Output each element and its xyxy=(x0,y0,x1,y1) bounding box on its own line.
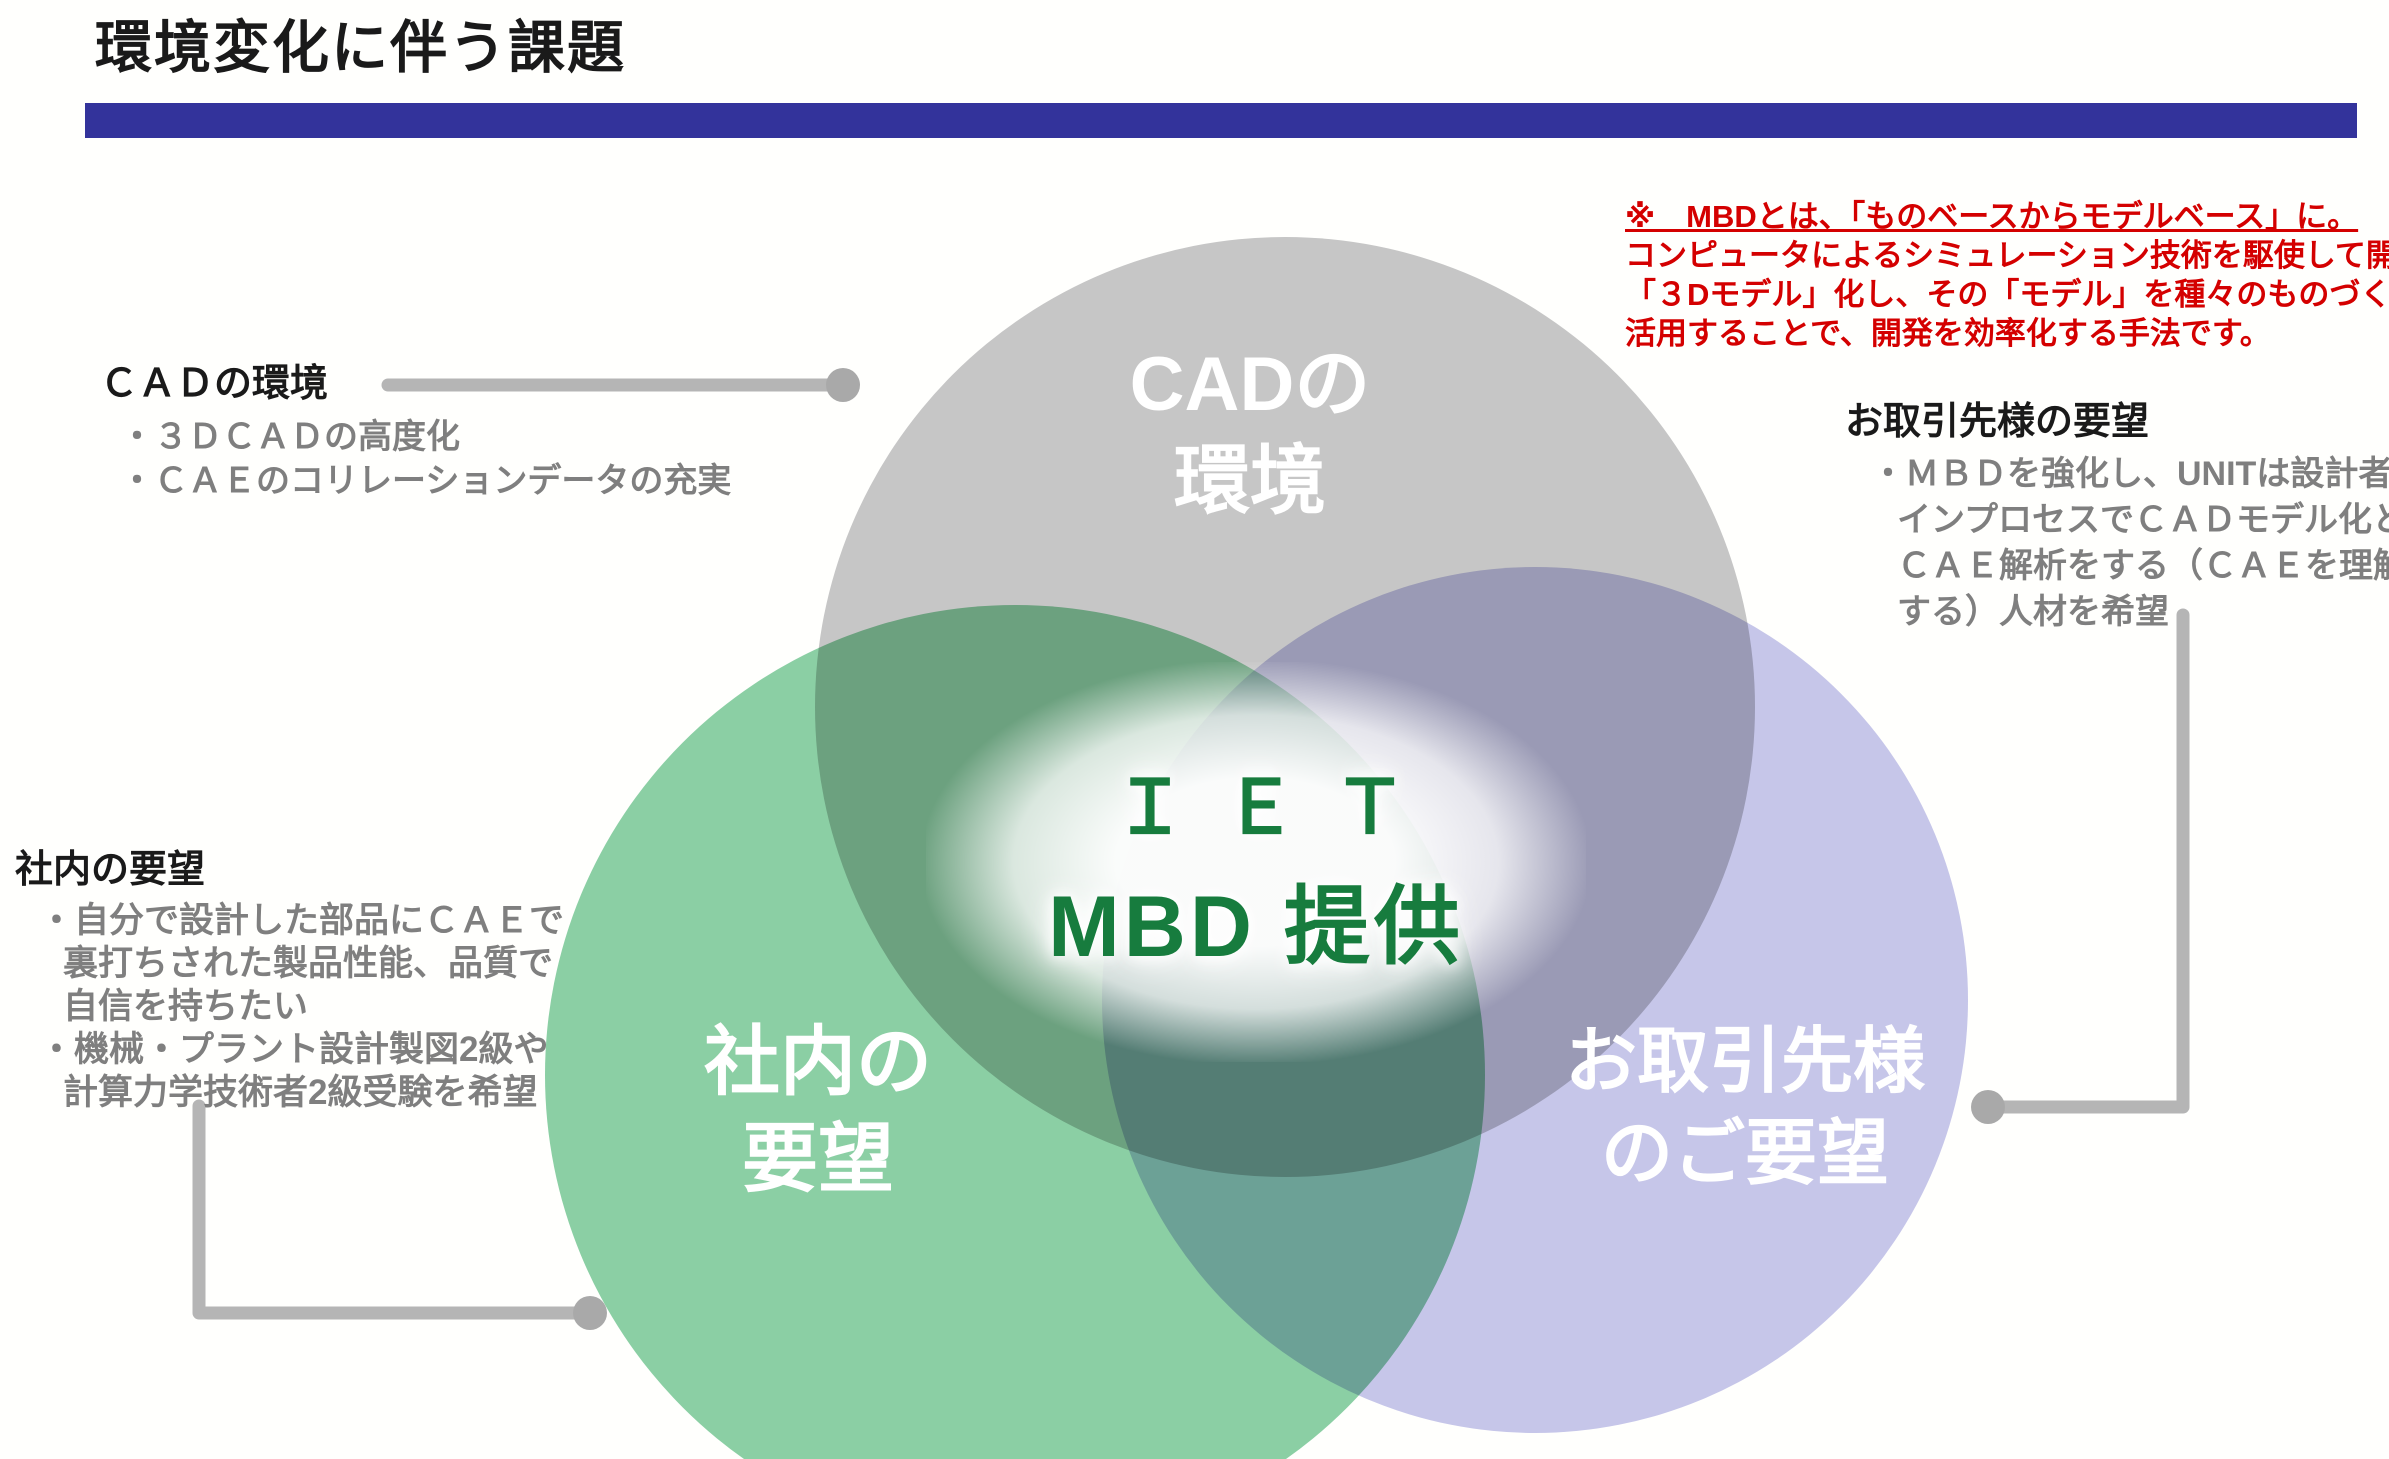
customer-circle-label: お取引先様 のご要望 xyxy=(1564,1022,1926,1195)
internal-callout-bullet: 計算力学技術者2級受験を希望 xyxy=(63,1073,538,1112)
customer-callout-bullet: する）人材を希望 xyxy=(1897,593,2169,631)
internal-callout-bullet: 自信を持ちたい xyxy=(63,987,309,1026)
footnote-line: 活用することで、開発を効率化する手法です。 xyxy=(1625,316,2271,351)
cad-callout-bullet: ・ＣＡＥのコリレーションデータの充実 xyxy=(120,462,732,500)
internal-callout-bullet: ・自分で設計した部品にＣＡＥで xyxy=(39,901,565,940)
customer-callout-heading: お取引先様の要望 xyxy=(1845,401,2150,443)
customer-callout-bullet: インプロセスでＣＡＤモデル化と xyxy=(1897,501,2389,539)
title-underline-bar xyxy=(85,103,2357,138)
center-glow xyxy=(926,662,1586,1062)
footnote-line: コンピュータによるシミュレーション技術を駆使して開発対象を xyxy=(1625,238,2389,273)
customer-callout-bullet: ＣＡＥ解析をする（ＣＡＥを理解 xyxy=(1897,547,2389,585)
page-title: 環境変化に伴う課題 xyxy=(95,16,626,80)
footnote-line: 「３Dモデル」化し、その「モデル」を種々のものづくりプロセスに xyxy=(1625,277,2389,312)
internal-circle-label: 社内の 要望 xyxy=(704,1020,932,1203)
customer-callout-bullet: ・ＭＢＤを強化し、UNITは設計者が xyxy=(1871,455,2389,493)
internal-callout-heading: 社内の要望 xyxy=(15,849,206,891)
customer-callout: お取引先様の要望 ・ＭＢＤを強化し、UNITは設計者が インプロセスでＣＡＤモデ… xyxy=(1845,390,2389,635)
center-mbd-label: MBD 提供 xyxy=(1048,879,1464,975)
cad-callout-heading: ＣＡＤの環境 xyxy=(100,363,329,405)
internal-callout: 社内の要望 ・自分で設計した部品にＣＡＥで 裏打ちされた製品性能、品質で 自信を… xyxy=(15,838,564,1114)
center-iet-label: ＩＥＴ xyxy=(1113,766,1443,849)
cad-callout: ＣＡＤの環境 ・３ＤＣＡＤの高度化 ・ＣＡＥのコリレーションデータの充実 xyxy=(100,352,731,503)
cad-circle-label: CADの 環境 xyxy=(1129,342,1371,525)
internal-callout-bullet: ・機械・プラント設計製図2級や xyxy=(39,1030,549,1069)
footnote-line: ※ MBDとは、「ものベースからモデルベース」に。 xyxy=(1625,199,2359,234)
internal-callout-bullet: 裏打ちされた製品性能、品質で xyxy=(63,944,554,983)
mbd-footnote: ※ MBDとは、「ものベースからモデルベース」に。 コンピュータによるシミュレー… xyxy=(1625,197,2389,353)
cad-callout-bullet: ・３ＤＣＡＤの高度化 xyxy=(120,418,460,456)
